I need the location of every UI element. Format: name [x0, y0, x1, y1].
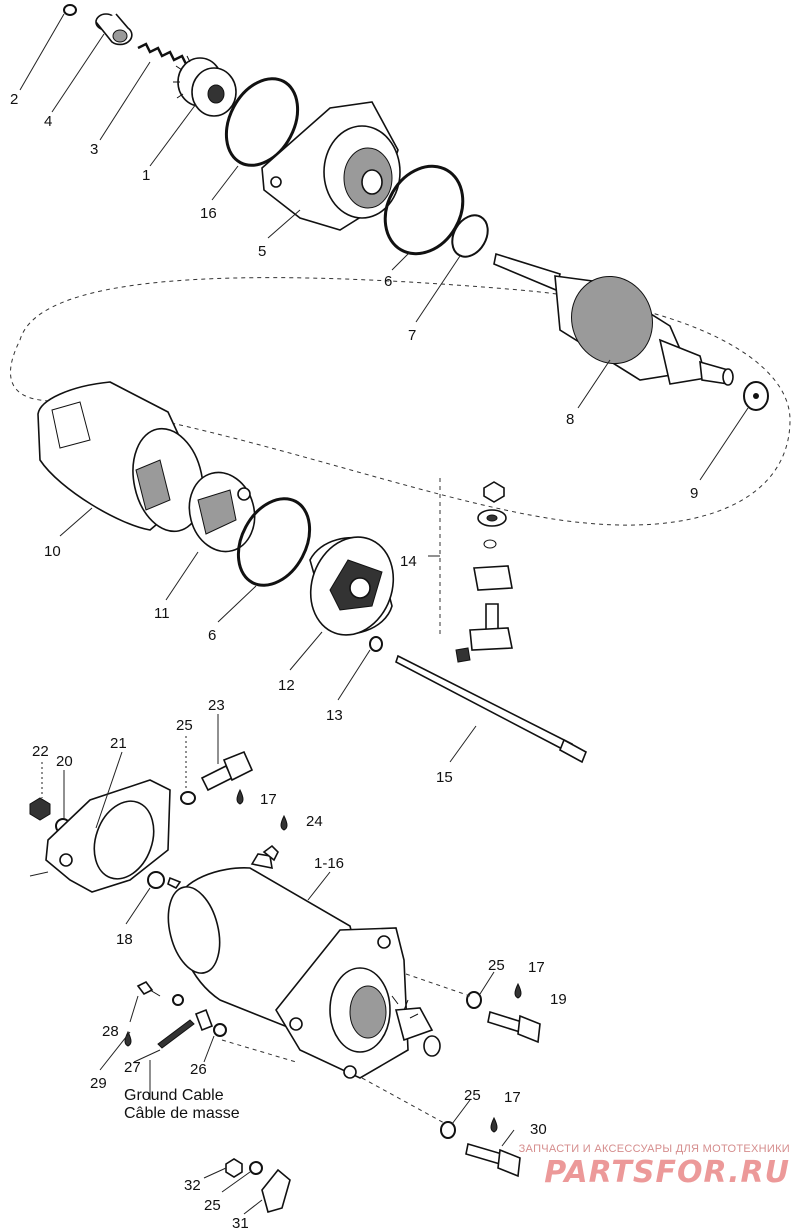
part-2-circlip — [63, 4, 77, 16]
callout-28: 28 — [102, 1023, 119, 1040]
callout-24: 24 — [306, 813, 323, 830]
callout-5: 5 — [258, 243, 266, 260]
callout-8: 8 — [566, 411, 574, 428]
callout-3: 3 — [90, 141, 98, 158]
part-9-washer — [743, 381, 769, 411]
part-22-nut — [29, 797, 51, 821]
part-32-nut — [225, 1158, 243, 1178]
watermark-logo: PARTSFOR.RU — [544, 1155, 790, 1190]
part-5-drive-housing — [261, 101, 401, 231]
part-17-drop-b — [514, 982, 522, 999]
part-30-bolt — [465, 1142, 521, 1178]
callout-20: 20 — [56, 753, 73, 770]
leader-lines — [19, 13, 749, 1215]
callout-25-bottom: 25 — [204, 1197, 221, 1214]
part-10-yoke-housing — [37, 381, 204, 533]
callout-23: 23 — [208, 697, 225, 714]
part-26-washer — [213, 1023, 227, 1037]
callout-22: 22 — [32, 743, 49, 760]
part-25-washer-a — [180, 791, 196, 805]
part-15-through-bolt — [395, 654, 588, 764]
callout-26: 26 — [190, 1061, 207, 1078]
callout-11: 11 — [154, 605, 170, 622]
part-14-terminal-kit — [428, 478, 513, 663]
part-25-washer-d — [249, 1161, 263, 1175]
part-27-stud — [157, 1019, 195, 1049]
callout-13: 13 — [326, 707, 343, 724]
part-13-o-ring — [369, 636, 383, 652]
callout-14: 14 — [400, 553, 417, 570]
part-17-drop-a — [236, 788, 244, 805]
part-7-washer — [451, 214, 489, 258]
callout-27: 27 — [124, 1059, 141, 1076]
callout-9: 9 — [690, 485, 698, 502]
callout-6-upper: 6 — [384, 273, 392, 290]
part-16-o-ring — [224, 77, 300, 167]
callout-10: 10 — [44, 543, 61, 560]
callout-30: 30 — [530, 1121, 547, 1138]
part-1-pinion-drive — [173, 55, 237, 117]
part-11-brush-holder — [188, 471, 256, 553]
callout-29: 29 — [90, 1075, 107, 1092]
part-8-armature — [493, 252, 734, 386]
part-23-bolt — [200, 750, 254, 792]
part-28-bolt — [136, 980, 161, 997]
part-24-drop — [280, 814, 288, 831]
callout-16: 16 — [200, 205, 217, 222]
part-25-washer-c — [440, 1121, 456, 1139]
callout-6-lower: 6 — [208, 627, 216, 644]
part-17-drop-c — [490, 1116, 498, 1133]
callout-17-top: 17 — [260, 791, 277, 808]
ground-cable-label-fr: Câble de masse — [124, 1105, 240, 1122]
callout-31: 31 — [232, 1215, 249, 1230]
callout-21: 21 — [110, 735, 127, 752]
callout-12: 12 — [278, 677, 295, 694]
part-3-spring — [137, 42, 188, 65]
callout-19: 19 — [550, 991, 567, 1008]
ground-cable-terminal — [172, 994, 214, 1032]
callout-25-top: 25 — [176, 717, 193, 734]
part-25-washer-b — [466, 991, 482, 1009]
callout-1-16: 1-16 — [314, 855, 344, 872]
callout-7: 7 — [408, 327, 416, 344]
ground-cable-label-en: Ground Cable — [124, 1087, 224, 1104]
callout-18: 18 — [116, 931, 133, 948]
part-12-end-cover — [309, 536, 395, 636]
watermark: ЗАПЧАСТИ И АКСЕССУАРЫ ДЛЯ МОТОТЕХНИКИ PA… — [519, 1143, 790, 1190]
part-21-bracket — [45, 779, 171, 893]
callout-1: 1 — [142, 167, 150, 184]
watermark-subtitle: ЗАПЧАСТИ И АКСЕССУАРЫ ДЛЯ МОТОТЕХНИКИ — [518, 1143, 790, 1155]
callout-4: 4 — [44, 113, 52, 130]
assembled-starter — [167, 844, 441, 1079]
callout-32: 32 — [184, 1177, 201, 1194]
callout-2: 2 — [10, 91, 18, 108]
callout-25-lower: 25 — [464, 1087, 481, 1104]
callout-15: 15 — [436, 769, 453, 786]
part-18-washer — [147, 871, 165, 889]
callout-17-right: 17 — [528, 959, 545, 976]
part-4-bushing — [95, 13, 133, 46]
callout-17-lower: 17 — [504, 1089, 521, 1106]
callout-25-right: 25 — [488, 957, 505, 974]
part-6-o-ring-lower — [236, 497, 312, 587]
part-31-clamp — [261, 1168, 291, 1213]
callout-labels: 2 4 3 1 16 5 6 7 8 9 10 11 6 12 13 14 15… — [10, 91, 698, 1230]
part-19-bolt — [487, 1010, 541, 1044]
